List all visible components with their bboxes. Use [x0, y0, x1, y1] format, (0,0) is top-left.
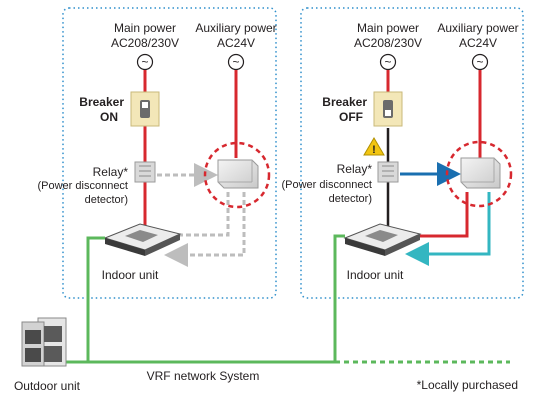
network-line-left: [86, 234, 345, 364]
right-auxiliary-power-module-icon: [460, 157, 501, 189]
left-relay-label: Relay*: [93, 165, 129, 179]
left-auxiliary-power-module-icon: [217, 159, 259, 189]
right-breaker-icon: [373, 91, 403, 127]
left-aux-power-label: Auxiliary power: [195, 21, 276, 35]
footnote: *Locally purchased: [417, 378, 518, 392]
right-indoor-unit-icon: [343, 223, 422, 256]
left-breaker-label: Breaker: [79, 95, 124, 109]
right-relay-desc-1: (Power disconnect: [282, 179, 373, 191]
right-highlight-circle: [445, 140, 513, 208]
warning-icon: !: [363, 137, 385, 156]
right-aux-return-arrow: [405, 192, 491, 266]
network-label: VRF network System: [147, 369, 260, 383]
right-panel-frame: [300, 7, 524, 299]
left-highlight-circle: [203, 141, 271, 209]
right-aux-power-label: Auxiliary power: [437, 21, 518, 35]
svg-text:~: ~: [476, 55, 483, 69]
right-indoor-unit-label: Indoor unit: [347, 268, 404, 282]
left-breaker-state: ON: [100, 110, 118, 124]
right-main-power-label: Main power: [357, 21, 419, 35]
svg-text:~: ~: [141, 55, 148, 69]
left-main-power-label: Main power: [114, 21, 176, 35]
right-breaker-label: Breaker: [322, 95, 367, 109]
right-relay-icon: [377, 161, 399, 183]
left-breaker-icon: [130, 91, 160, 127]
left-indoor-unit-label: Indoor unit: [102, 268, 159, 282]
svg-text:~: ~: [232, 55, 239, 69]
left-aux-ac-source-icon: ~: [227, 53, 245, 71]
svg-text:~: ~: [384, 55, 391, 69]
left-main-ac-source-icon: ~: [136, 53, 154, 71]
right-aux-ac-source-icon: ~: [471, 53, 489, 71]
left-aux-return-arrow: [164, 192, 246, 267]
right-aux-to-unit-line: [402, 192, 469, 238]
right-aux-power-spec: AC24V: [459, 36, 497, 50]
left-main-power-spec: AC208/230V: [111, 36, 179, 50]
outdoor-unit-label: Outdoor unit: [14, 379, 81, 393]
right-relay-label: Relay*: [337, 162, 373, 176]
left-relay-icon: [134, 161, 156, 183]
right-breaker-state: OFF: [339, 110, 363, 124]
left-aux-power-spec: AC24V: [217, 36, 255, 50]
left-relay-desc-2: detector): [85, 194, 128, 206]
outdoor-unit-icon: [21, 317, 67, 367]
left-aux-return-dashed: [176, 192, 230, 237]
left-relay-desc-1: (Power disconnect: [38, 180, 129, 192]
left-panel-frame: [62, 7, 277, 299]
right-main-power-spec: AC208/230V: [354, 36, 422, 50]
svg-text:!: !: [372, 144, 376, 156]
right-main-ac-source-icon: ~: [379, 53, 397, 71]
right-relay-desc-2: detector): [329, 193, 372, 205]
left-indoor-unit-icon: [103, 223, 182, 256]
